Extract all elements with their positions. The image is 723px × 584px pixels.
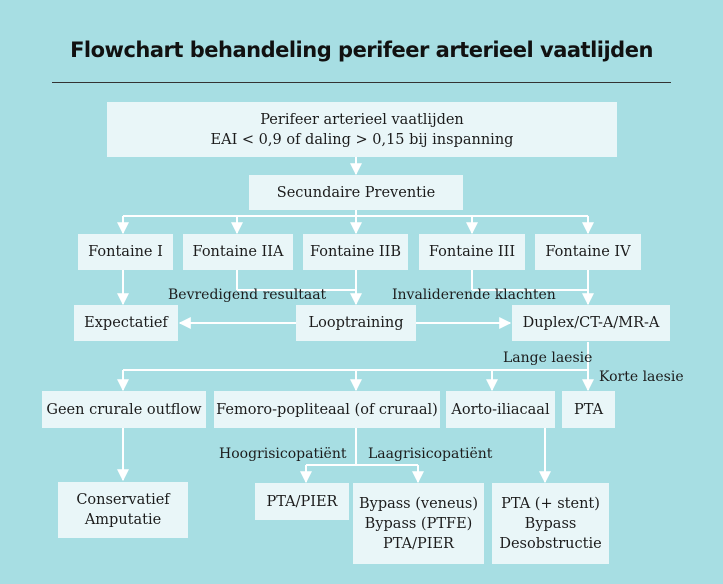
node-line: Bypass (veneus) xyxy=(358,495,479,512)
node-line: Amputatie xyxy=(84,512,162,528)
node-line: Perifeer arterieel vaatlijden xyxy=(260,111,464,128)
node-fontaine-2a: Fontaine IIA xyxy=(183,234,293,270)
node-duplex-ct-mr: Duplex/CT-A/MR-A xyxy=(512,305,670,341)
node-fontaine-2b: Fontaine IIB xyxy=(303,234,408,270)
node-looptraining: Looptraining xyxy=(296,305,416,341)
node-fontaine-1: Fontaine I xyxy=(78,234,173,270)
node-pta: PTA xyxy=(562,391,615,428)
node-conservatief-amputatie: Conservatief Amputatie xyxy=(58,482,188,538)
label-korte-laesie: Korte laesie xyxy=(599,369,684,385)
node-femoro-popliteaal: Femoro-popliteaal (of cruraal) xyxy=(214,391,440,428)
node-line: PTA/PIER xyxy=(266,493,338,510)
label-laagrisicopatient: Laagrisicopatiënt xyxy=(368,446,493,462)
label-hoogrisicopatient: Hoogrisicopatiënt xyxy=(219,446,347,462)
node-line: Looptraining xyxy=(308,315,404,331)
node-line: Geen crurale outflow xyxy=(46,401,202,418)
node-line: PTA (+ stent) xyxy=(501,495,600,512)
node-line: PTA xyxy=(573,401,604,418)
node-line: Bypass (PTFE) xyxy=(364,515,473,532)
title-divider xyxy=(52,82,671,83)
node-line: Fontaine IIB xyxy=(309,244,402,260)
node-fontaine-3: Fontaine III xyxy=(419,234,525,270)
node-line: Femoro-popliteaal (of cruraal) xyxy=(216,401,438,418)
node-line: PTA/PIER xyxy=(383,535,454,552)
label-lange-laesie: Lange laesie xyxy=(503,350,593,366)
label-bevredigend-resultaat: Bevredigend resultaat xyxy=(168,287,327,303)
node-line: Fontaine III xyxy=(428,244,516,260)
node-line: Duplex/CT-A/MR-A xyxy=(522,315,660,331)
node-expectatief: Expectatief xyxy=(74,305,178,341)
node-line: Bypass xyxy=(524,515,577,532)
node-line: Conservatief xyxy=(76,492,170,508)
node-line: EAI < 0,9 of daling > 0,15 bij inspannin… xyxy=(210,131,514,148)
node-pta-stent-options: PTA (+ stent) Bypass Desobstructie xyxy=(492,483,609,564)
node-line: Aorto-iliacaal xyxy=(451,401,550,418)
node-pta-pier: PTA/PIER xyxy=(255,483,349,520)
node-line: Fontaine I xyxy=(88,244,163,260)
node-line: Desobstructie xyxy=(499,535,602,552)
node-perifeer-arterieel-vaatlijden: Perifeer arterieel vaatlijden EAI < 0,9 … xyxy=(107,102,617,157)
node-line: Fontaine IIA xyxy=(192,244,284,260)
node-aorto-iliacaal: Aorto-iliacaal xyxy=(446,391,555,428)
node-line: Secundaire Preventie xyxy=(276,184,436,201)
node-line: Expectatief xyxy=(84,315,168,331)
node-line: Fontaine IV xyxy=(545,244,631,260)
node-geen-crurale-outflow: Geen crurale outflow xyxy=(42,391,206,428)
node-fontaine-4: Fontaine IV xyxy=(535,234,641,270)
node-secundaire-preventie: Secundaire Preventie xyxy=(249,175,463,210)
page-title: Flowchart behandeling perifeer arterieel… xyxy=(70,38,653,62)
label-invaliderende-klachten: Invaliderende klachten xyxy=(392,287,556,303)
node-bypass-options: Bypass (veneus) Bypass (PTFE) PTA/PIER xyxy=(353,483,484,564)
